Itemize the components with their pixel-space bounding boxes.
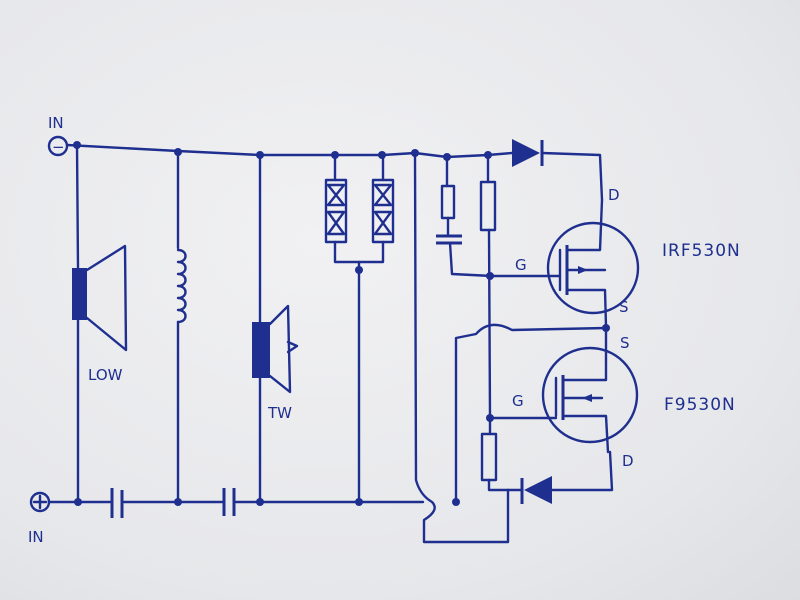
inductor — [176, 149, 187, 504]
input-terminal-positive — [29, 491, 51, 513]
label-q1-drain: D — [608, 186, 620, 204]
label-q2-source: S — [620, 334, 630, 352]
bottom-diode — [506, 450, 614, 504]
label-q2-drain: D — [622, 452, 634, 470]
mosfet-q2 — [541, 346, 639, 454]
minus-sign: − — [52, 138, 65, 156]
capacitor-1 — [110, 488, 124, 518]
label-q2-part: F9530N — [664, 395, 736, 415]
label-q1-source: S — [619, 298, 629, 316]
label-in-bottom: IN — [28, 528, 44, 546]
label-in-top: IN — [48, 114, 64, 132]
label-q1-part: IRF530N — [662, 241, 741, 261]
mosfet-q1 — [546, 198, 640, 328]
label-tw: TW — [267, 404, 292, 422]
input-terminal-negative: − — [47, 135, 69, 157]
gate-resistor-top — [479, 153, 497, 420]
gate-capacitor — [436, 155, 494, 278]
woofer-branch-wire — [75, 143, 80, 504]
source-junction-wire — [454, 323, 608, 504]
junction-dots — [73, 141, 610, 506]
label-low: LOW — [88, 366, 123, 384]
woofer-speaker — [72, 244, 128, 352]
long-return-wire — [413, 151, 510, 544]
top-diode — [512, 139, 604, 202]
capacitor-2 — [222, 488, 236, 516]
gate-resistor-bottom — [480, 416, 510, 492]
tweeter-speaker — [252, 304, 299, 394]
clamp-element-pair — [324, 153, 395, 504]
label-q2-gate: G — [512, 392, 524, 410]
label-q1-gate: G — [515, 256, 527, 274]
